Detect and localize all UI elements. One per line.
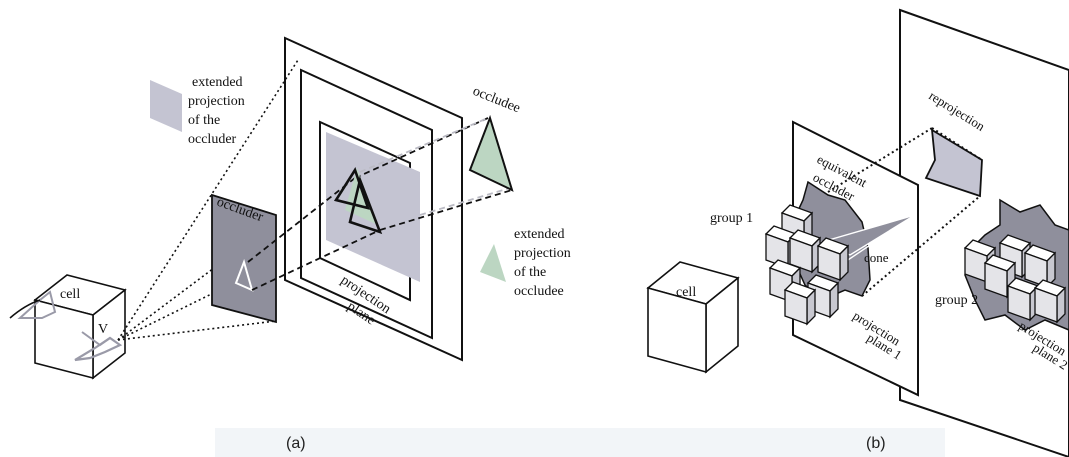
projected-occludee-triangle [348, 175, 383, 235]
occluder-plate [211, 193, 277, 324]
cell-label-b: cell [676, 285, 696, 300]
svg-text:extended: extended [192, 75, 243, 90]
svg-text:of the: of the [514, 265, 546, 280]
caption-strip [215, 428, 945, 457]
svg-text:occludee: occludee [514, 284, 564, 299]
projection-dashes-light [359, 117, 511, 216]
occludee-triangle [468, 114, 514, 192]
view-lines-a [117, 59, 299, 341]
group2-label: group 2 [935, 293, 978, 308]
svg-text:occluder: occluder [188, 132, 237, 147]
caption-a: (a) [286, 435, 306, 452]
cone-label: cone [864, 250, 889, 265]
reprojection-shape [924, 128, 983, 198]
viewpoint-label: V [98, 322, 108, 337]
occludee-label: occludee [471, 84, 523, 117]
projection-plane-label-a: projection plane [338, 273, 393, 329]
reprojection-dots [827, 127, 983, 297]
legend-swatch-occludee [480, 244, 506, 282]
occluder-small-triangle [234, 258, 254, 292]
caption-b: (b) [866, 435, 886, 452]
svg-text:projection: projection [188, 94, 245, 109]
panel-b: cell reprojection [646, 8, 1069, 457]
projected-occluder-triangle [333, 167, 371, 210]
legend-swatch-occluder [150, 80, 182, 132]
group1-cubes [764, 204, 850, 326]
cell-cube-a [9, 274, 127, 380]
inner-frame [319, 120, 411, 302]
outer-frame [284, 36, 463, 362]
svg-text:extended: extended [514, 227, 565, 242]
extended-projection-occluder [326, 132, 420, 282]
panel-a: cell V occluder [9, 36, 571, 452]
cell-cube-b [646, 261, 740, 374]
group1-label: group 1 [710, 211, 753, 226]
legend-text-occludee: extended projection of the occludee [514, 227, 571, 299]
cell-label-a: cell [60, 287, 80, 302]
svg-text:projection: projection [514, 246, 571, 261]
legend-text-occluder: extended projection of the occluder [188, 75, 245, 147]
svg-text:of the: of the [188, 113, 220, 128]
group2-cubes [963, 234, 1067, 324]
projection-plane-a [300, 68, 433, 340]
